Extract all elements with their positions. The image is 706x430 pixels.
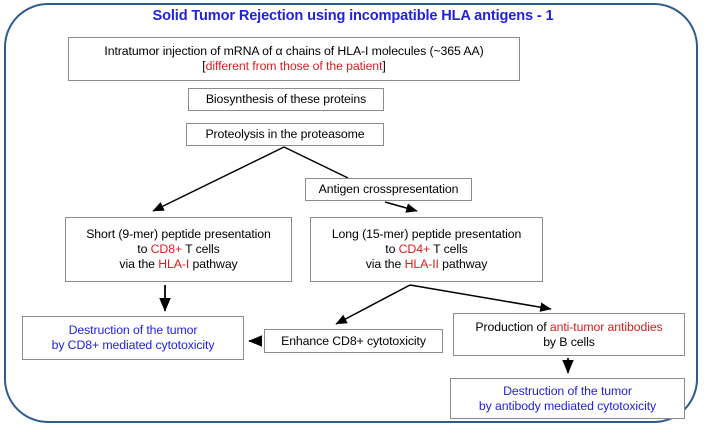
- text-post: pathway: [438, 257, 488, 271]
- node-line: via the HLA-I pathway: [119, 257, 237, 272]
- highlight-text: different from those of the patient: [205, 59, 383, 73]
- node-line: via the HLA-II pathway: [366, 257, 488, 272]
- text-post: pathway: [189, 257, 238, 271]
- node-line: to CD4+ T cells: [385, 242, 468, 257]
- node-line: by CD8+ mediated cytotoxicity: [51, 338, 215, 352]
- node-enhance-cd8-cytotoxicity[interactable]: Enhance CD8+ cytotoxicity: [264, 329, 443, 353]
- outer-frame-border: [4, 3, 698, 423]
- highlight-text: anti-tumor antibodies: [549, 319, 663, 334]
- node-line: to CD8+ T cells: [137, 242, 220, 257]
- node-destruction-cd8-mediated[interactable]: Destruction of the tumor by CD8+ mediate…: [22, 316, 244, 360]
- node-line: Short (9-mer) peptide presentation: [86, 227, 271, 241]
- bracket-open: [: [202, 59, 206, 73]
- node-antigen-crosspresentation[interactable]: Antigen crosspresentation: [305, 178, 472, 201]
- text-pre: via the: [119, 257, 159, 271]
- text-post: T cells: [182, 242, 220, 256]
- node-line: by antibody mediated cytotoxicity: [478, 398, 657, 413]
- node-line: Intratumor injection of mRNA of α chains…: [104, 44, 484, 58]
- node-intratumor-injection[interactable]: Intratumor injection of mRNA of α chains…: [68, 37, 520, 81]
- node-line: Proteolysis in the proteasome: [205, 127, 365, 141]
- text-pre: via the: [365, 257, 405, 271]
- node-line: Antigen crosspresentation: [318, 182, 459, 196]
- node-line: Destruction of the tumor: [503, 383, 632, 398]
- node-line: Enhance CD8+ cytotoxicity: [281, 333, 426, 348]
- text-pre: to: [137, 242, 151, 256]
- text-pre: Production of: [475, 319, 550, 334]
- highlight-text: CD4+: [398, 242, 431, 256]
- node-line: Destruction of the tumor: [68, 323, 198, 337]
- node-biosynthesis[interactable]: Biosynthesis of these proteins: [188, 88, 384, 111]
- node-line: Long (15-mer) peptide presentation: [331, 227, 522, 241]
- highlight-text: HLA-II: [404, 257, 439, 271]
- page-title: Solid Tumor Rejection using incompatible…: [152, 8, 554, 24]
- node-line: Production of anti-tumor antibodies: [475, 320, 662, 335]
- bracket-close: ]: [382, 59, 386, 73]
- node-long-peptide-presentation[interactable]: Long (15-mer) peptide presentation to CD…: [310, 217, 543, 282]
- node-destruction-antibody-mediated[interactable]: Destruction of the tumor by antibody med…: [450, 378, 685, 419]
- node-line: Biosynthesis of these proteins: [205, 92, 367, 106]
- text-pre: to: [385, 242, 399, 256]
- node-line: [different from those of the patient]: [202, 59, 386, 74]
- node-proteolysis[interactable]: Proteolysis in the proteasome: [186, 123, 384, 146]
- node-line: by B cells: [543, 334, 595, 349]
- node-short-peptide-presentation[interactable]: Short (9-mer) peptide presentation to CD…: [65, 217, 292, 282]
- highlight-text: HLA-I: [158, 257, 190, 271]
- highlight-text: CD8+: [150, 242, 183, 256]
- node-production-antitumor-antibodies[interactable]: Production of anti-tumor antibodies by B…: [453, 313, 685, 356]
- text-post: T cells: [430, 242, 468, 256]
